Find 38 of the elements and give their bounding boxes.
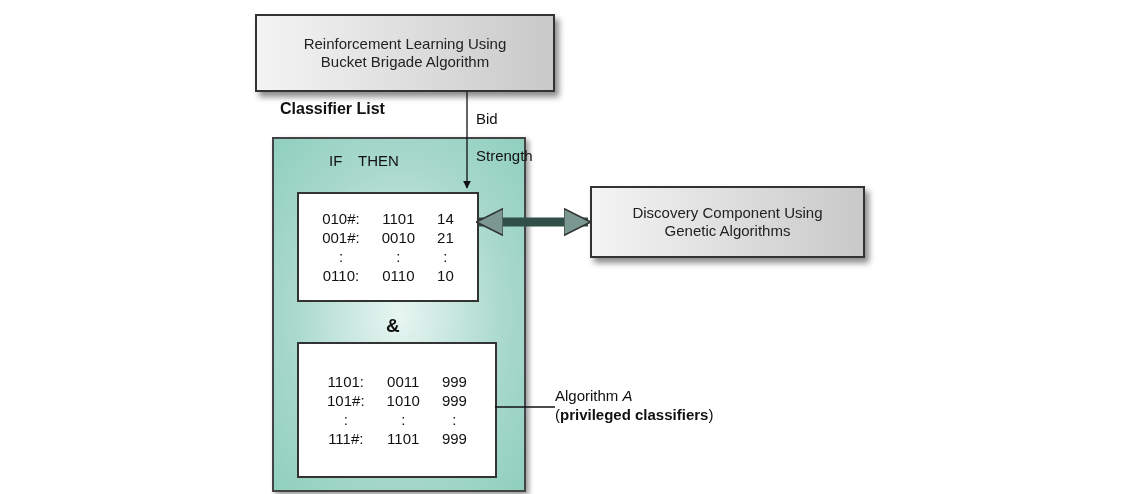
rule-table xyxy=(297,192,479,302)
process-box: Reinforcement Learning Using Bucket Brigade Algorithm xyxy=(255,14,555,92)
table-cell: 10 xyxy=(437,267,454,285)
table-cell: 001#: xyxy=(322,228,360,246)
table-cell: 1101: xyxy=(327,372,365,390)
table-cell: 010#: xyxy=(322,209,360,227)
process-box: Discovery Component Using Genetic Algorithms xyxy=(590,186,865,258)
table-cell-text: : xyxy=(451,411,458,429)
table-cell: 0110 xyxy=(381,267,416,285)
leader-line xyxy=(494,406,556,408)
table-cell-text: : xyxy=(442,248,449,266)
rule-table xyxy=(297,342,497,478)
table-cell: 1101 xyxy=(381,209,416,227)
table-cell: 999 xyxy=(441,430,467,448)
table-cell-text: : xyxy=(395,248,402,266)
table-cell-text: : xyxy=(342,411,349,429)
annotation-text: Algorithm A xyxy=(555,387,634,406)
table-cell: 111#: xyxy=(327,430,365,448)
list-heading: Classifier List xyxy=(280,100,385,118)
annotation-text: (privileged classifiers) xyxy=(555,405,714,425)
table-cell: 0110: xyxy=(322,267,360,285)
table-cell-text: : xyxy=(400,411,407,429)
column-header: THEN xyxy=(358,152,399,169)
table-cell: 1010 xyxy=(386,391,420,409)
ampersand-label: & xyxy=(386,315,400,337)
annotation-label: Bid xyxy=(476,110,498,127)
table-cell: 0010 xyxy=(381,228,416,246)
table-cell: 14 xyxy=(437,209,454,227)
column-header: IF xyxy=(329,152,343,169)
double-arrow xyxy=(475,207,592,237)
table-cell: 21 xyxy=(437,228,454,246)
table-cell: 0011 xyxy=(386,372,420,390)
table-cell: 1101 xyxy=(386,430,420,448)
table-cell: 999 xyxy=(441,391,467,409)
arrow xyxy=(463,91,471,189)
table-cell: 101#: xyxy=(327,391,365,409)
table-cell-text: : xyxy=(337,248,345,266)
table-cell: 999 xyxy=(441,372,467,390)
